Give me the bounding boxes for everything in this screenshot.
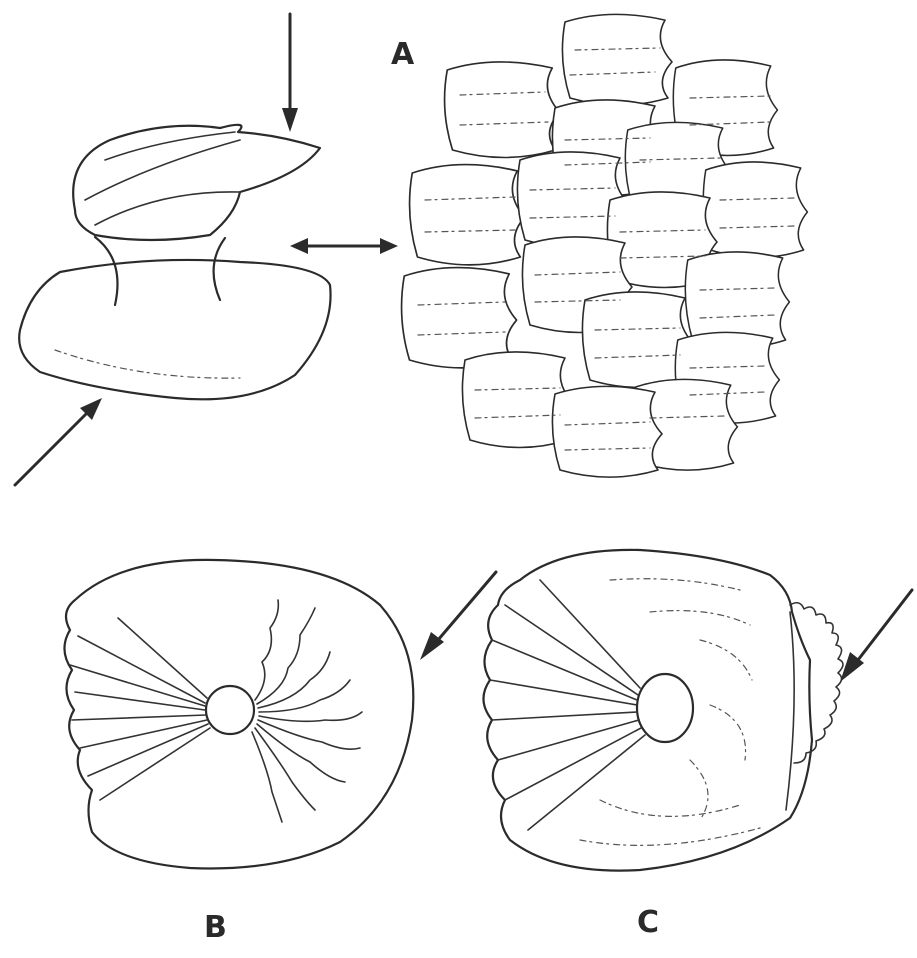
arrow-down-left-icon xyxy=(420,572,496,660)
isolated-scale-drawing xyxy=(19,125,330,400)
scale-b-drawing xyxy=(64,560,413,869)
panel-label-c: C xyxy=(637,908,659,938)
double-arrow-icon xyxy=(290,238,398,254)
panel-label-a: A xyxy=(391,40,414,70)
scale-c-drawing xyxy=(483,550,843,871)
arrow-up-right-icon xyxy=(15,398,102,485)
scale-cluster-drawing xyxy=(402,14,808,477)
panel-label-b: B xyxy=(204,913,227,943)
arrow-down-icon xyxy=(282,14,298,132)
arrow-down-left-c-icon xyxy=(840,590,912,682)
